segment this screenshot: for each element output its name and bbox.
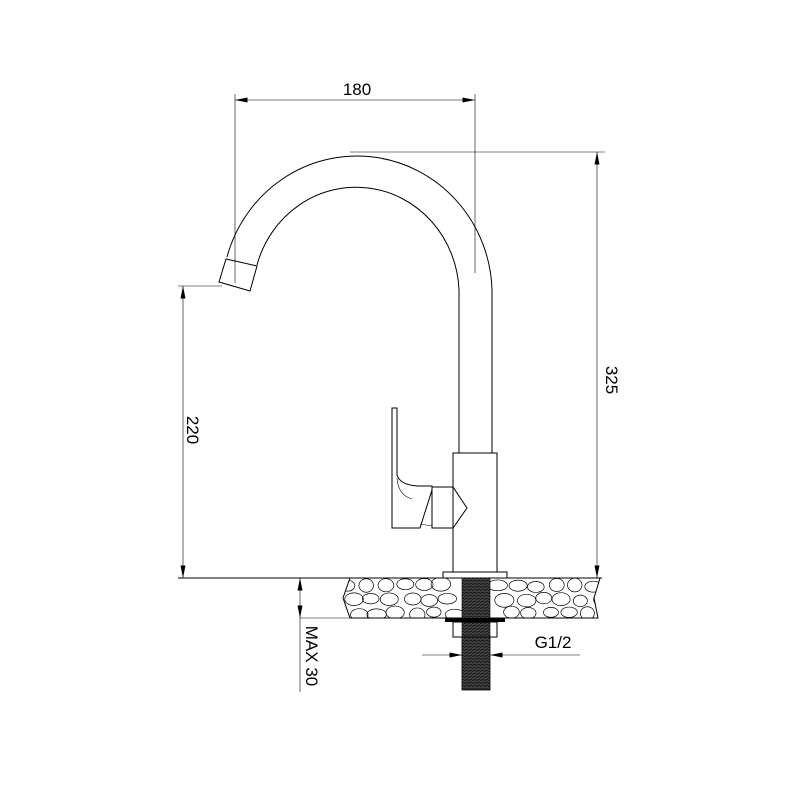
dimension-total-height: 325 <box>350 151 621 578</box>
stone <box>377 578 395 593</box>
cartridge <box>431 486 468 529</box>
stone <box>361 593 380 605</box>
handle-lever <box>391 407 468 529</box>
spout <box>218 155 493 453</box>
stone <box>344 592 364 606</box>
stone-texture <box>343 578 600 618</box>
dimension-max-thickness: MAX 30 <box>297 578 350 692</box>
stone <box>426 606 442 618</box>
stone <box>350 608 369 618</box>
stone <box>584 580 600 593</box>
stone <box>404 592 422 606</box>
stone <box>437 593 457 605</box>
stone <box>379 592 399 606</box>
stone <box>551 592 571 607</box>
countertop <box>178 577 602 619</box>
stone <box>567 578 583 593</box>
dimension-reach: 180 <box>234 80 476 283</box>
stone <box>415 578 434 591</box>
washer <box>445 618 505 622</box>
base-plate <box>442 571 508 579</box>
stone <box>543 607 559 618</box>
stone <box>560 606 578 618</box>
stone <box>580 606 595 618</box>
stone <box>517 593 537 608</box>
stone <box>430 578 452 592</box>
stone <box>409 607 426 618</box>
dimension-label-max-thickness: MAX 30 <box>302 626 321 686</box>
dimension-label-reach: 180 <box>343 80 371 99</box>
stone <box>572 594 588 607</box>
stone <box>527 581 545 593</box>
dimension-thread: G1/2 <box>422 633 580 658</box>
stone <box>535 592 553 605</box>
dimension-label-thread: G1/2 <box>535 633 572 652</box>
stone <box>508 579 528 592</box>
stone <box>487 579 508 592</box>
faucet-body <box>442 452 508 579</box>
aerator <box>218 258 258 292</box>
stone <box>494 593 515 608</box>
stone <box>420 594 438 607</box>
stone <box>385 605 405 618</box>
threaded-shank <box>445 577 505 691</box>
stone <box>593 591 600 607</box>
dimension-label-total-height: 325 <box>602 366 621 394</box>
stone <box>503 605 520 618</box>
dimension-label-spout-height: 220 <box>183 416 202 444</box>
dimension-spout-height: 220 <box>178 285 222 578</box>
stone <box>396 578 415 591</box>
stone <box>358 578 374 593</box>
stone <box>548 578 565 592</box>
stone <box>520 607 537 618</box>
